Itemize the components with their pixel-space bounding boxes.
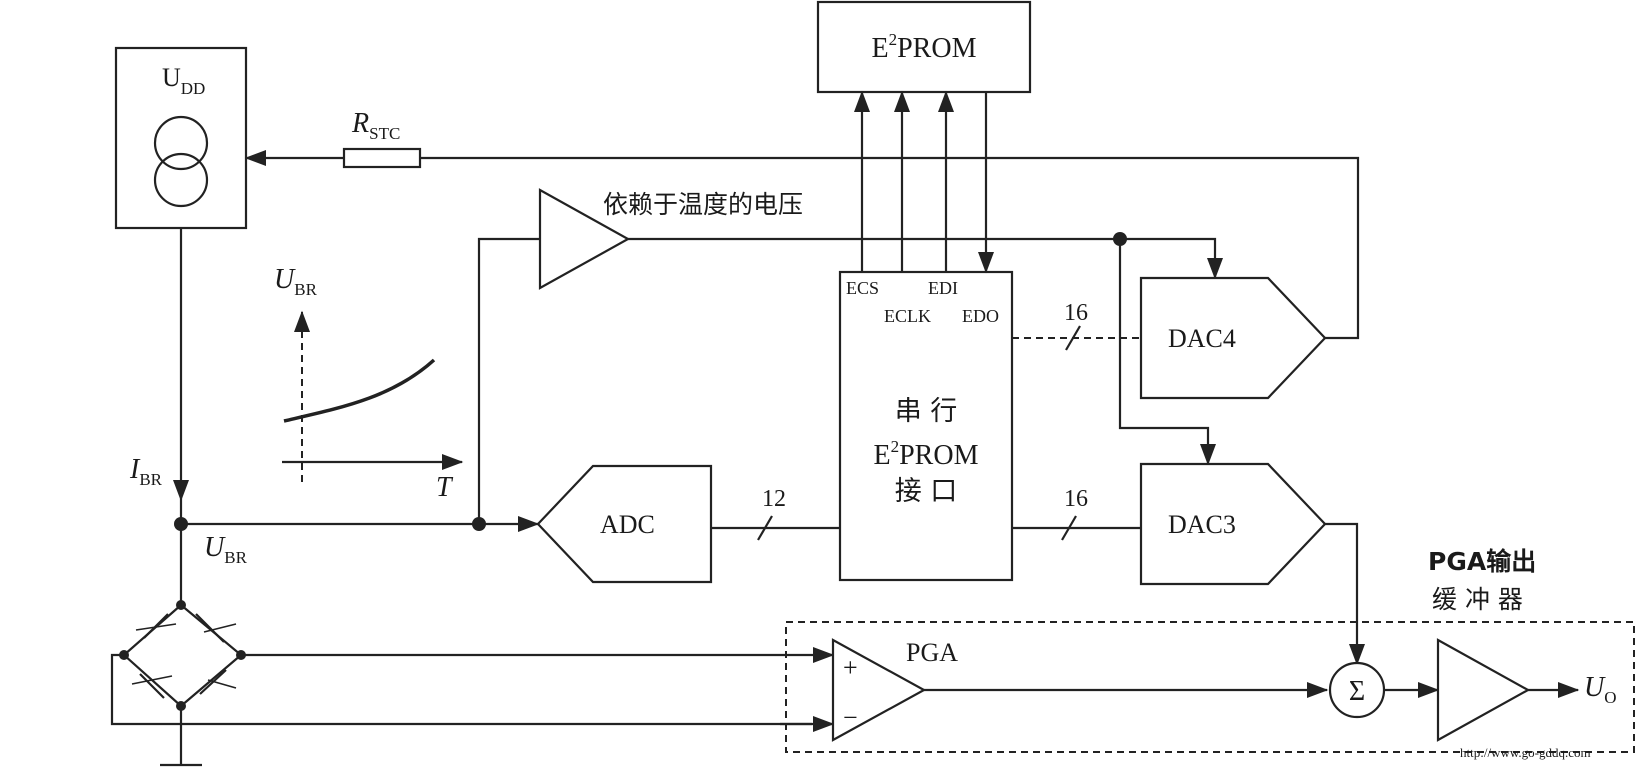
interface-line2: E2PROM <box>874 437 979 471</box>
bus-12-label: 12 <box>762 486 786 512</box>
pga-buffer-line2: 缓 冲 器 <box>1432 585 1523 614</box>
pga-buffer-line1: PGA输出 <box>1428 547 1536 576</box>
ubr-signal-line <box>173 228 540 605</box>
inset-x-label: T <box>436 472 454 503</box>
watermark: http://www.go-gddq.com <box>1460 745 1591 760</box>
dac4-label: DAC4 <box>1168 324 1236 353</box>
eeprom-signal-lines <box>854 90 994 274</box>
dac3-label: DAC3 <box>1168 510 1236 539</box>
udd-label: UDD <box>162 63 205 98</box>
inset-y-label: UBR <box>274 264 318 299</box>
eeprom-interface-block <box>838 270 1014 582</box>
interface-line1: 串 行 <box>895 396 958 427</box>
dac4-block <box>1139 276 1327 400</box>
pga-buffer-box <box>785 621 1635 753</box>
temp-signal-lines <box>477 232 1223 524</box>
adc-label: ADC <box>600 510 655 539</box>
ubr-label: UBR <box>204 532 248 567</box>
rstc-resistor <box>342 147 422 169</box>
sum-symbol: Σ <box>1349 676 1365 707</box>
bus-16b-label: 16 <box>1064 486 1088 512</box>
interface-line3: 接 口 <box>895 476 958 507</box>
rstc-feedback-line <box>244 147 1360 340</box>
pga-plus: + <box>843 653 858 682</box>
adc-block <box>536 464 713 584</box>
dac3-to-sum-line <box>1325 522 1365 666</box>
udd-current-source <box>114 46 248 230</box>
pin-edi: EDI <box>928 278 958 298</box>
rstc-label: RSTC <box>351 108 400 143</box>
sensor-bridge <box>110 600 835 767</box>
eeprom-block <box>816 0 1032 94</box>
ibr-label: IBR <box>129 454 163 489</box>
pga-label: PGA <box>906 638 958 667</box>
ubr-vs-t-inset <box>282 310 464 482</box>
pga-minus: − <box>843 703 858 732</box>
temp-voltage-label: 依赖于温度的电压 <box>603 190 803 219</box>
output-buffer-amplifier <box>1436 638 1531 742</box>
bus-16a-label: 16 <box>1064 300 1088 326</box>
pga-amplifier <box>831 638 927 742</box>
pin-edo: EDO <box>962 306 999 326</box>
uo-label: UO <box>1584 672 1617 707</box>
pin-ecs: ECS <box>846 278 879 298</box>
pin-eclk: ECLK <box>884 306 931 326</box>
eeprom-label: E2PROM <box>872 30 977 64</box>
dac3-block <box>1139 462 1327 586</box>
